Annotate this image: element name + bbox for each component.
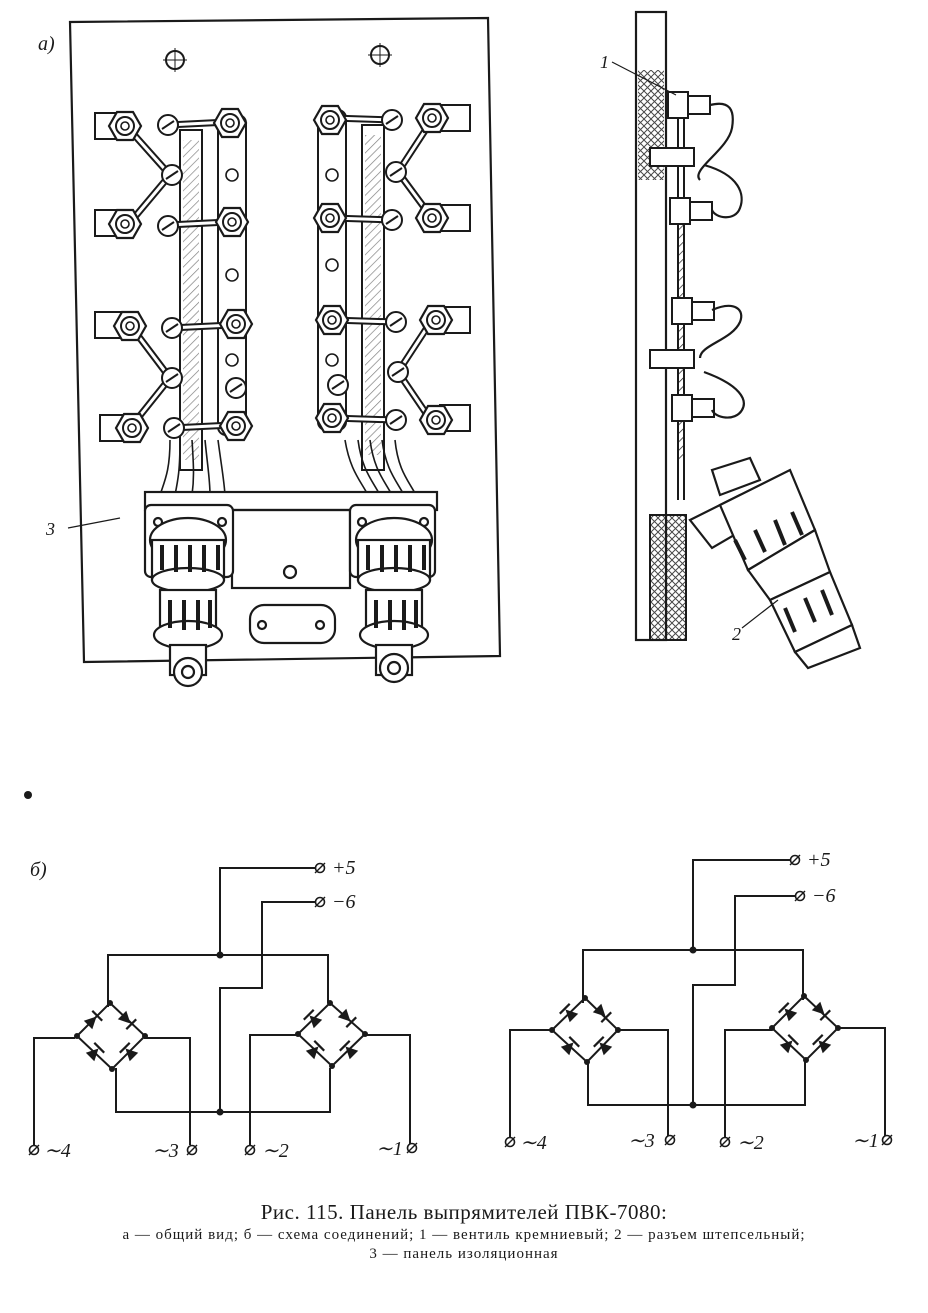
panel-side-view: 1 2	[600, 10, 862, 670]
junction-dots-left	[74, 951, 368, 1116]
terminal-left-minus6: −6	[332, 891, 356, 913]
terminal-right-2: ∼2	[737, 1132, 764, 1154]
bridge-right-1-diodes	[558, 1002, 614, 1057]
bridge-left-2-diodes	[302, 1007, 360, 1061]
bridge-right-2-diodes	[777, 1000, 833, 1055]
terminal-left-3: ∼3	[152, 1140, 179, 1162]
terminal-left-plus5: +5	[332, 857, 356, 879]
terminal-left-4: ∼4	[44, 1140, 71, 1162]
panel-front-view: a)	[38, 16, 502, 688]
mounting-hole	[163, 48, 187, 72]
bus-holes	[225, 168, 339, 367]
figure-caption-legend: а — общий вид; б — схема соединений; 1 —…	[0, 1226, 928, 1264]
bridge-left-1-diodes	[82, 1009, 140, 1063]
print-speck	[24, 791, 32, 799]
terminal-left-2: ∼2	[262, 1140, 289, 1162]
callout-2: 2	[732, 624, 741, 644]
schematic-right	[509, 859, 886, 1140]
callout-1-leader	[611, 61, 677, 96]
callout-1: 1	[600, 52, 609, 72]
plug-connector-right	[348, 503, 437, 684]
terminal-right-1: ∼1	[852, 1130, 879, 1152]
side-plug-connector	[688, 456, 862, 670]
callout-3-leader	[67, 517, 121, 529]
part-b-label: б)	[30, 859, 47, 881]
terminal-right-3: ∼3	[628, 1130, 655, 1152]
plug-ribs-right	[366, 545, 426, 630]
terminal-left-1: ∼1	[376, 1138, 403, 1160]
side-plug-ribs	[733, 511, 834, 633]
mounting-hole	[368, 43, 392, 67]
part-a-label: a)	[38, 33, 55, 55]
terminal-right-plus5: +5	[807, 849, 831, 871]
callout-3: 3	[45, 519, 55, 539]
caption-legend-line-2: 3 — панель изоляционная	[369, 1246, 559, 1262]
connection-schematic: б)	[28, 849, 893, 1162]
bus-hatching	[183, 135, 381, 460]
caption-legend-line-1: а — общий вид; б — схема соединений; 1 —…	[122, 1227, 806, 1243]
junction-dots-right	[549, 946, 841, 1109]
callout-2-leader	[741, 599, 779, 629]
insulating-panel	[68, 16, 502, 664]
figure-caption-title: Рис. 115. Панель выпрямителей ПВК-7080:	[260, 1200, 668, 1224]
terminal-right-minus6: −6	[812, 885, 836, 907]
plug-connector-left	[143, 503, 235, 688]
terminal-right-4: ∼4	[520, 1132, 547, 1154]
side-diodes	[649, 91, 715, 422]
plug-ribs-left	[160, 545, 220, 630]
side-leads	[697, 102, 745, 419]
